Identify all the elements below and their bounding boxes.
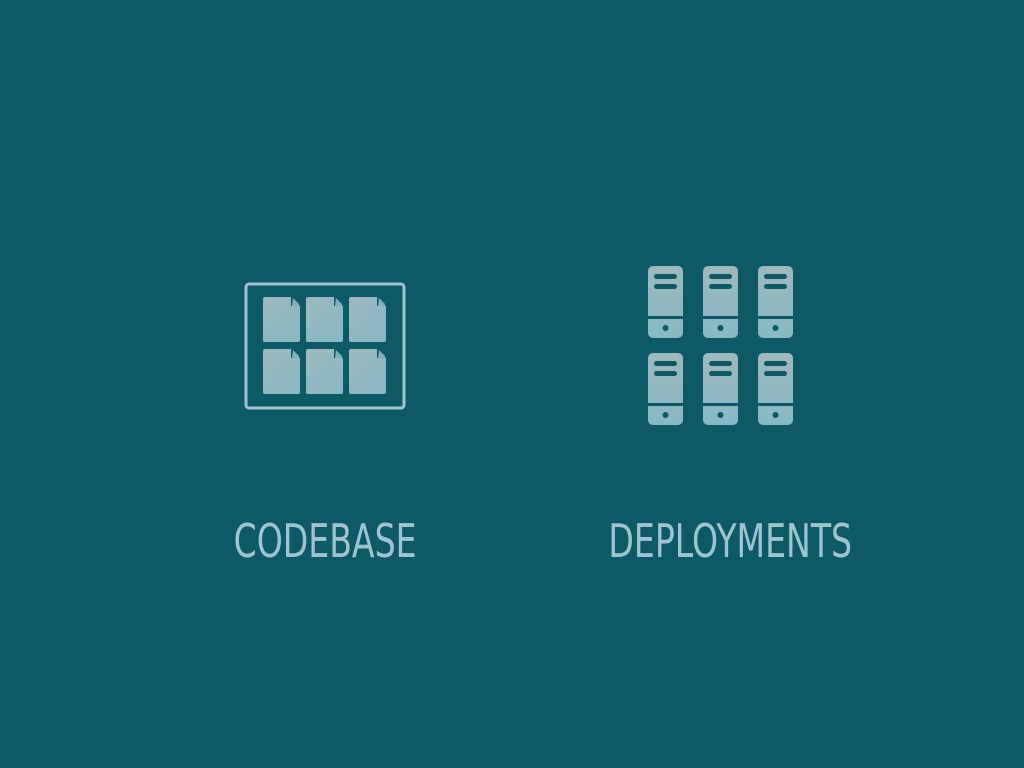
codebase-frame	[244, 282, 406, 410]
document-icon	[306, 349, 343, 394]
document-icon	[349, 349, 386, 394]
server-icon	[648, 266, 683, 338]
document-icon	[263, 349, 300, 394]
codebase-icon	[244, 282, 406, 410]
server-icon	[648, 353, 683, 425]
document-icon	[263, 297, 300, 342]
server-icon	[703, 353, 738, 425]
deployments-icon	[648, 266, 793, 425]
server-icon	[758, 266, 793, 338]
document-icon	[306, 297, 343, 342]
server-icon	[758, 353, 793, 425]
deployments-label: DEPLOYMENTS	[608, 514, 852, 568]
codebase-label: CODEBASE	[233, 514, 417, 568]
server-icon	[703, 266, 738, 338]
document-icon	[349, 297, 386, 342]
